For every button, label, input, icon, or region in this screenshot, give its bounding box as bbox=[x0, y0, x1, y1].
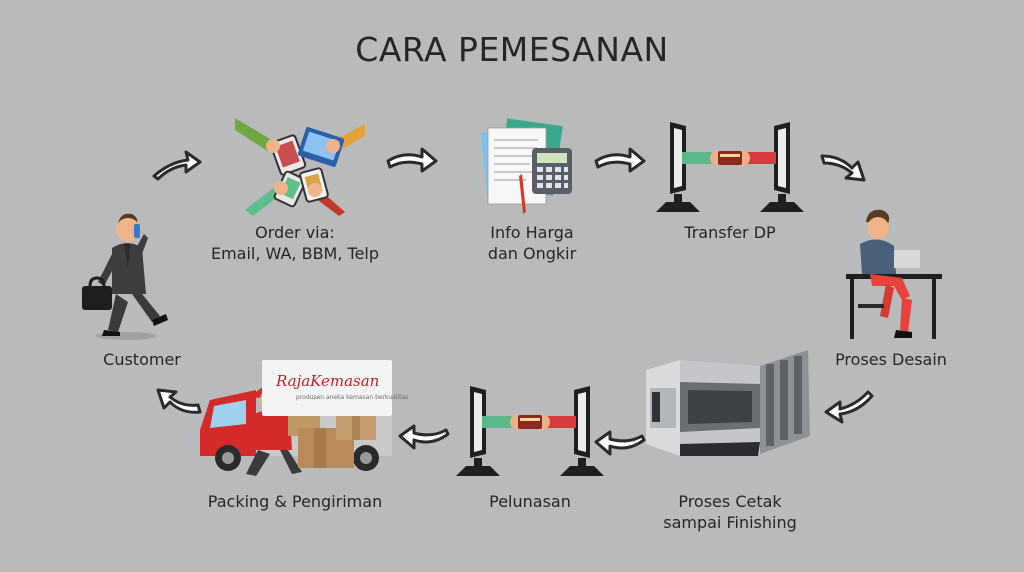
step-order-label: Order via: Email, WA, BBM, Telp bbox=[200, 222, 390, 264]
monitors-card-transfer-icon bbox=[656, 122, 804, 212]
page-title: CARA PEMESANAN bbox=[355, 30, 669, 69]
brand-tagline: produsen aneka kemasan berkualitas bbox=[296, 394, 409, 401]
step-desain-label: Proses Desain bbox=[835, 350, 947, 369]
brand-sign: RajaKemasan produsen aneka kemasan berku… bbox=[262, 360, 408, 416]
arrow-pelunasan-to-packing bbox=[398, 424, 450, 450]
arrow-transfer-to-desain bbox=[820, 154, 866, 182]
step-info-line1: Info Harga bbox=[490, 223, 574, 242]
hands-devices-icon bbox=[235, 118, 365, 216]
arrow-order-to-info bbox=[386, 147, 438, 173]
arrow-info-to-transfer bbox=[594, 147, 646, 173]
documents-calculator-icon bbox=[480, 118, 572, 214]
arrow-packing-to-customer bbox=[156, 388, 202, 414]
step-info-label: Info Harga dan Ongkir bbox=[462, 222, 602, 264]
businessman-phone-icon bbox=[82, 213, 168, 340]
step-customer-label: Customer bbox=[103, 350, 181, 369]
step-cetak-line2: sampai Finishing bbox=[663, 513, 797, 532]
step-cetak-label: Proses Cetak sampai Finishing bbox=[650, 491, 810, 533]
printing-machine-icon bbox=[646, 350, 810, 456]
designer-at-laptop-icon bbox=[846, 209, 942, 339]
step-transfer-label: Transfer DP bbox=[684, 223, 776, 242]
monitors-card-payment-icon bbox=[456, 386, 604, 476]
step-packing-label: Packing & Pengiriman bbox=[207, 492, 383, 511]
brand-name: RajaKemasan bbox=[276, 372, 380, 390]
arrow-customer-to-order bbox=[152, 150, 202, 181]
step-cetak-line1: Proses Cetak bbox=[678, 492, 782, 511]
step-order-line2: Email, WA, BBM, Telp bbox=[210, 244, 380, 263]
arrow-cetak-to-pelunasan bbox=[594, 430, 646, 456]
step-pelunasan-label: Pelunasan bbox=[489, 492, 571, 511]
step-info-line2: dan Ongkir bbox=[487, 244, 577, 263]
arrow-desain-to-cetak bbox=[824, 390, 874, 424]
step-order-line1: Order via: bbox=[255, 223, 335, 242]
